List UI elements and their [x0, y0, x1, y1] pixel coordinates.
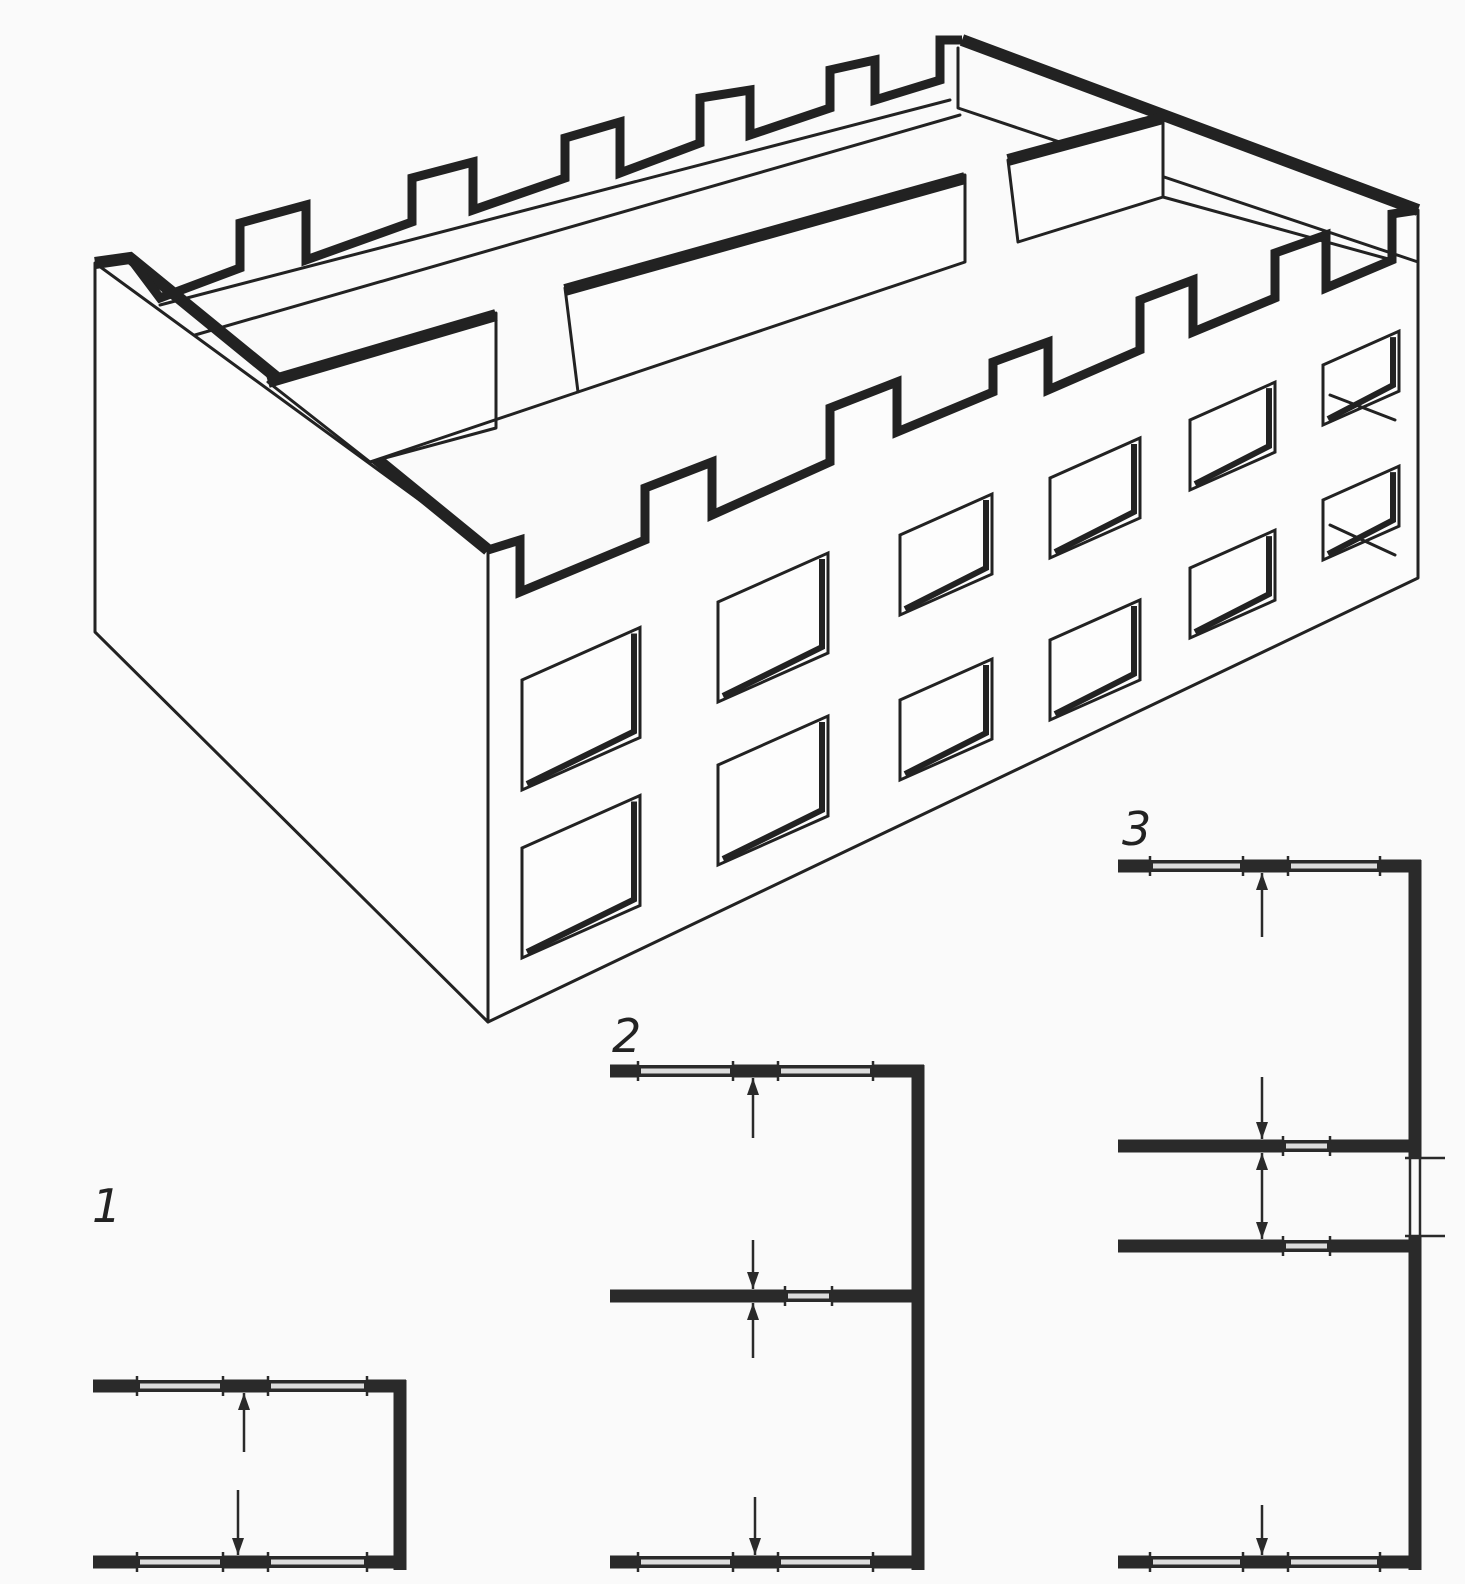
facade-window: [716, 550, 830, 705]
window-reveal: [1053, 605, 1137, 717]
plan-1: 1: [92, 1179, 407, 1572]
window-reveal: [1053, 443, 1137, 555]
plan-label-2: 2: [612, 1009, 641, 1063]
facade-window: [1048, 597, 1142, 723]
rear-wall-base: [193, 113, 962, 337]
facade-windows: [520, 328, 1401, 961]
plan-2: 2: [610, 1009, 925, 1572]
rear-wall-inner: [158, 98, 952, 307]
building-model: [93, 34, 1421, 1024]
facade-window: [520, 625, 642, 793]
window-reveal: [525, 801, 637, 955]
plan-label-1: 1: [92, 1179, 121, 1233]
window-reveal: [721, 722, 825, 862]
window-reveal: [1193, 388, 1272, 487]
window-reveal: [903, 500, 989, 612]
floor-line: [368, 390, 580, 464]
window-reveal: [1326, 472, 1396, 557]
facade-window: [1321, 463, 1401, 563]
interior-partition-left-top: [266, 309, 498, 388]
interior-partition-center-top: [563, 172, 967, 296]
facade-window: [898, 656, 994, 783]
interior-wall-right-top: [1006, 112, 1165, 166]
interior-partition-center: [563, 173, 967, 394]
facade-window: [1321, 328, 1401, 428]
facade-window: [1188, 379, 1277, 493]
plan-label-3: 3: [1122, 802, 1151, 856]
window-reveal: [721, 559, 825, 699]
window-reveal: [1193, 536, 1272, 635]
window-diagonal: [1328, 393, 1397, 422]
window-reveal: [1326, 337, 1396, 422]
window-diagonal: [1328, 523, 1397, 557]
facade-window: [520, 793, 642, 961]
facade-window: [1188, 527, 1277, 641]
facade-window: [716, 713, 830, 868]
window-reveal: [903, 665, 989, 777]
rear-parapet: [126, 35, 962, 304]
facade-window: [898, 491, 994, 618]
window-reveal: [525, 633, 637, 787]
right-rear-inner: [956, 46, 1420, 264]
plan-3: 3: [1118, 802, 1445, 1572]
right-rear-top: [959, 34, 1421, 216]
facade-window: [1048, 435, 1142, 561]
